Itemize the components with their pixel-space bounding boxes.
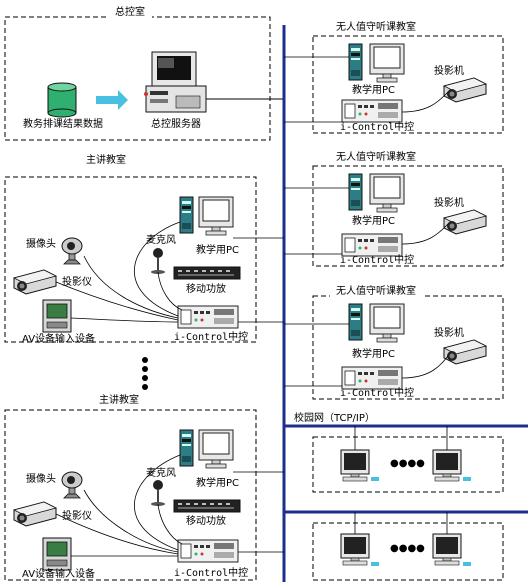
pc-monitor-icon (369, 43, 405, 83)
pc-label: 教学用PC (352, 347, 395, 360)
projector-icon (443, 209, 487, 235)
controller-icon (341, 99, 403, 123)
database-icon (47, 82, 77, 118)
server-icon (144, 51, 207, 113)
campus-network-group-2: ●●●● (312, 512, 504, 581)
main-classroom-title: 主讲教室 (86, 153, 126, 166)
main-classroom-2: 主讲教室 摄像头 投影仪 AV设备输入设备 麦克风 教学用PC 移动功放 i-C… (4, 393, 284, 581)
pc-tower-icon (348, 173, 363, 211)
pc-label: 教学用PC (352, 83, 395, 96)
campus-network-group-1: ●●●● (312, 426, 504, 493)
controller-icon (177, 305, 239, 329)
pc-label: 教学用PC (196, 243, 239, 256)
av-input-label: AV设备输入设备 (22, 332, 95, 345)
listening-room-3: 无人值守听课教室 教学用PC 投影机 i-Control中控 (284, 284, 504, 400)
controller-icon (341, 233, 403, 257)
pc-monitor-icon (198, 196, 234, 236)
pc-label: 教学用PC (196, 476, 239, 489)
pc-tower-icon (348, 303, 363, 341)
microphone-label: 麦克风 (146, 467, 176, 479)
controller-label: i-Control中控 (174, 330, 248, 343)
projector-label: 投影仪 (62, 509, 92, 522)
microphone-icon (151, 480, 165, 506)
listening-room-title: 无人值守听课教室 (336, 150, 416, 163)
amplifier-icon (173, 266, 241, 280)
projector-label: 投影仪 (62, 275, 92, 288)
microphone-icon (151, 248, 165, 274)
controller-label: i-Control中控 (340, 386, 414, 399)
terminal-icon (340, 533, 370, 566)
pc-tower-icon (179, 196, 194, 234)
main-classroom-title: 主讲教室 (99, 393, 139, 406)
pc-monitor-icon (369, 303, 405, 343)
controller-icon (177, 539, 239, 563)
projector-label: 投影机 (434, 326, 464, 339)
projector-icon (443, 77, 487, 103)
db-label: 教务排课结果数据 (23, 117, 103, 130)
pc-tower-icon (348, 43, 363, 81)
listening-room-2: 无人值守听课教室 教学用PC 投影机 i-Control中控 (284, 150, 504, 267)
pc-monitor-icon (369, 173, 405, 213)
controller-icon (341, 366, 403, 390)
controller-label: i-Control中控 (340, 120, 414, 133)
control-room-title: 总控室 (115, 5, 145, 18)
projector-icon (13, 501, 57, 527)
listening-room-1: 无人值守听课教室 教学用PC 投影机 i-Control中控 (284, 20, 504, 134)
amplifier-icon (173, 499, 241, 513)
camera-label: 摄像头 (26, 237, 56, 250)
microphone-label: 麦克风 (146, 234, 176, 246)
terminal-icon (432, 533, 462, 566)
campus-network-title: 校园网（TCP/IP） (294, 411, 375, 424)
camera-icon (61, 471, 83, 499)
listening-room-title: 无人值守听课教室 (336, 284, 416, 297)
pc-label: 教学用PC (352, 214, 395, 227)
projector-label: 投影机 (434, 196, 464, 209)
server-label: 总控服务器 (151, 117, 201, 130)
terminal-ellipsis: ●●●● (390, 543, 425, 554)
pc-tower-icon (179, 429, 194, 467)
camera-label: 摄像头 (26, 472, 56, 485)
av-input-device-icon (42, 299, 72, 333)
more-classrooms-ellipsis (142, 357, 148, 390)
camera-icon (61, 237, 83, 265)
main-classroom-1: 主讲教室 摄像头 投影仪 AV设备输入设备 麦克风 教学用PC 移动功放 i-C… (4, 153, 284, 345)
listening-room-title: 无人值守听课教室 (336, 20, 416, 33)
projector-label: 投影机 (434, 64, 464, 77)
av-input-label: AV设备输入设备 (22, 567, 95, 580)
projector-icon (443, 339, 487, 365)
arrow-right-icon (96, 90, 128, 110)
terminal-icon (340, 449, 370, 482)
controller-label: i-Control中控 (340, 253, 414, 266)
av-input-device-icon (42, 537, 72, 571)
terminal-ellipsis: ●●●● (390, 458, 425, 469)
controller-label: i-Control中控 (174, 566, 248, 579)
terminal-icon (432, 449, 462, 482)
projector-icon (13, 269, 57, 295)
amplifier-label: 移动功放 (186, 514, 226, 527)
amplifier-label: 移动功放 (186, 282, 226, 295)
pc-monitor-icon (198, 429, 234, 469)
